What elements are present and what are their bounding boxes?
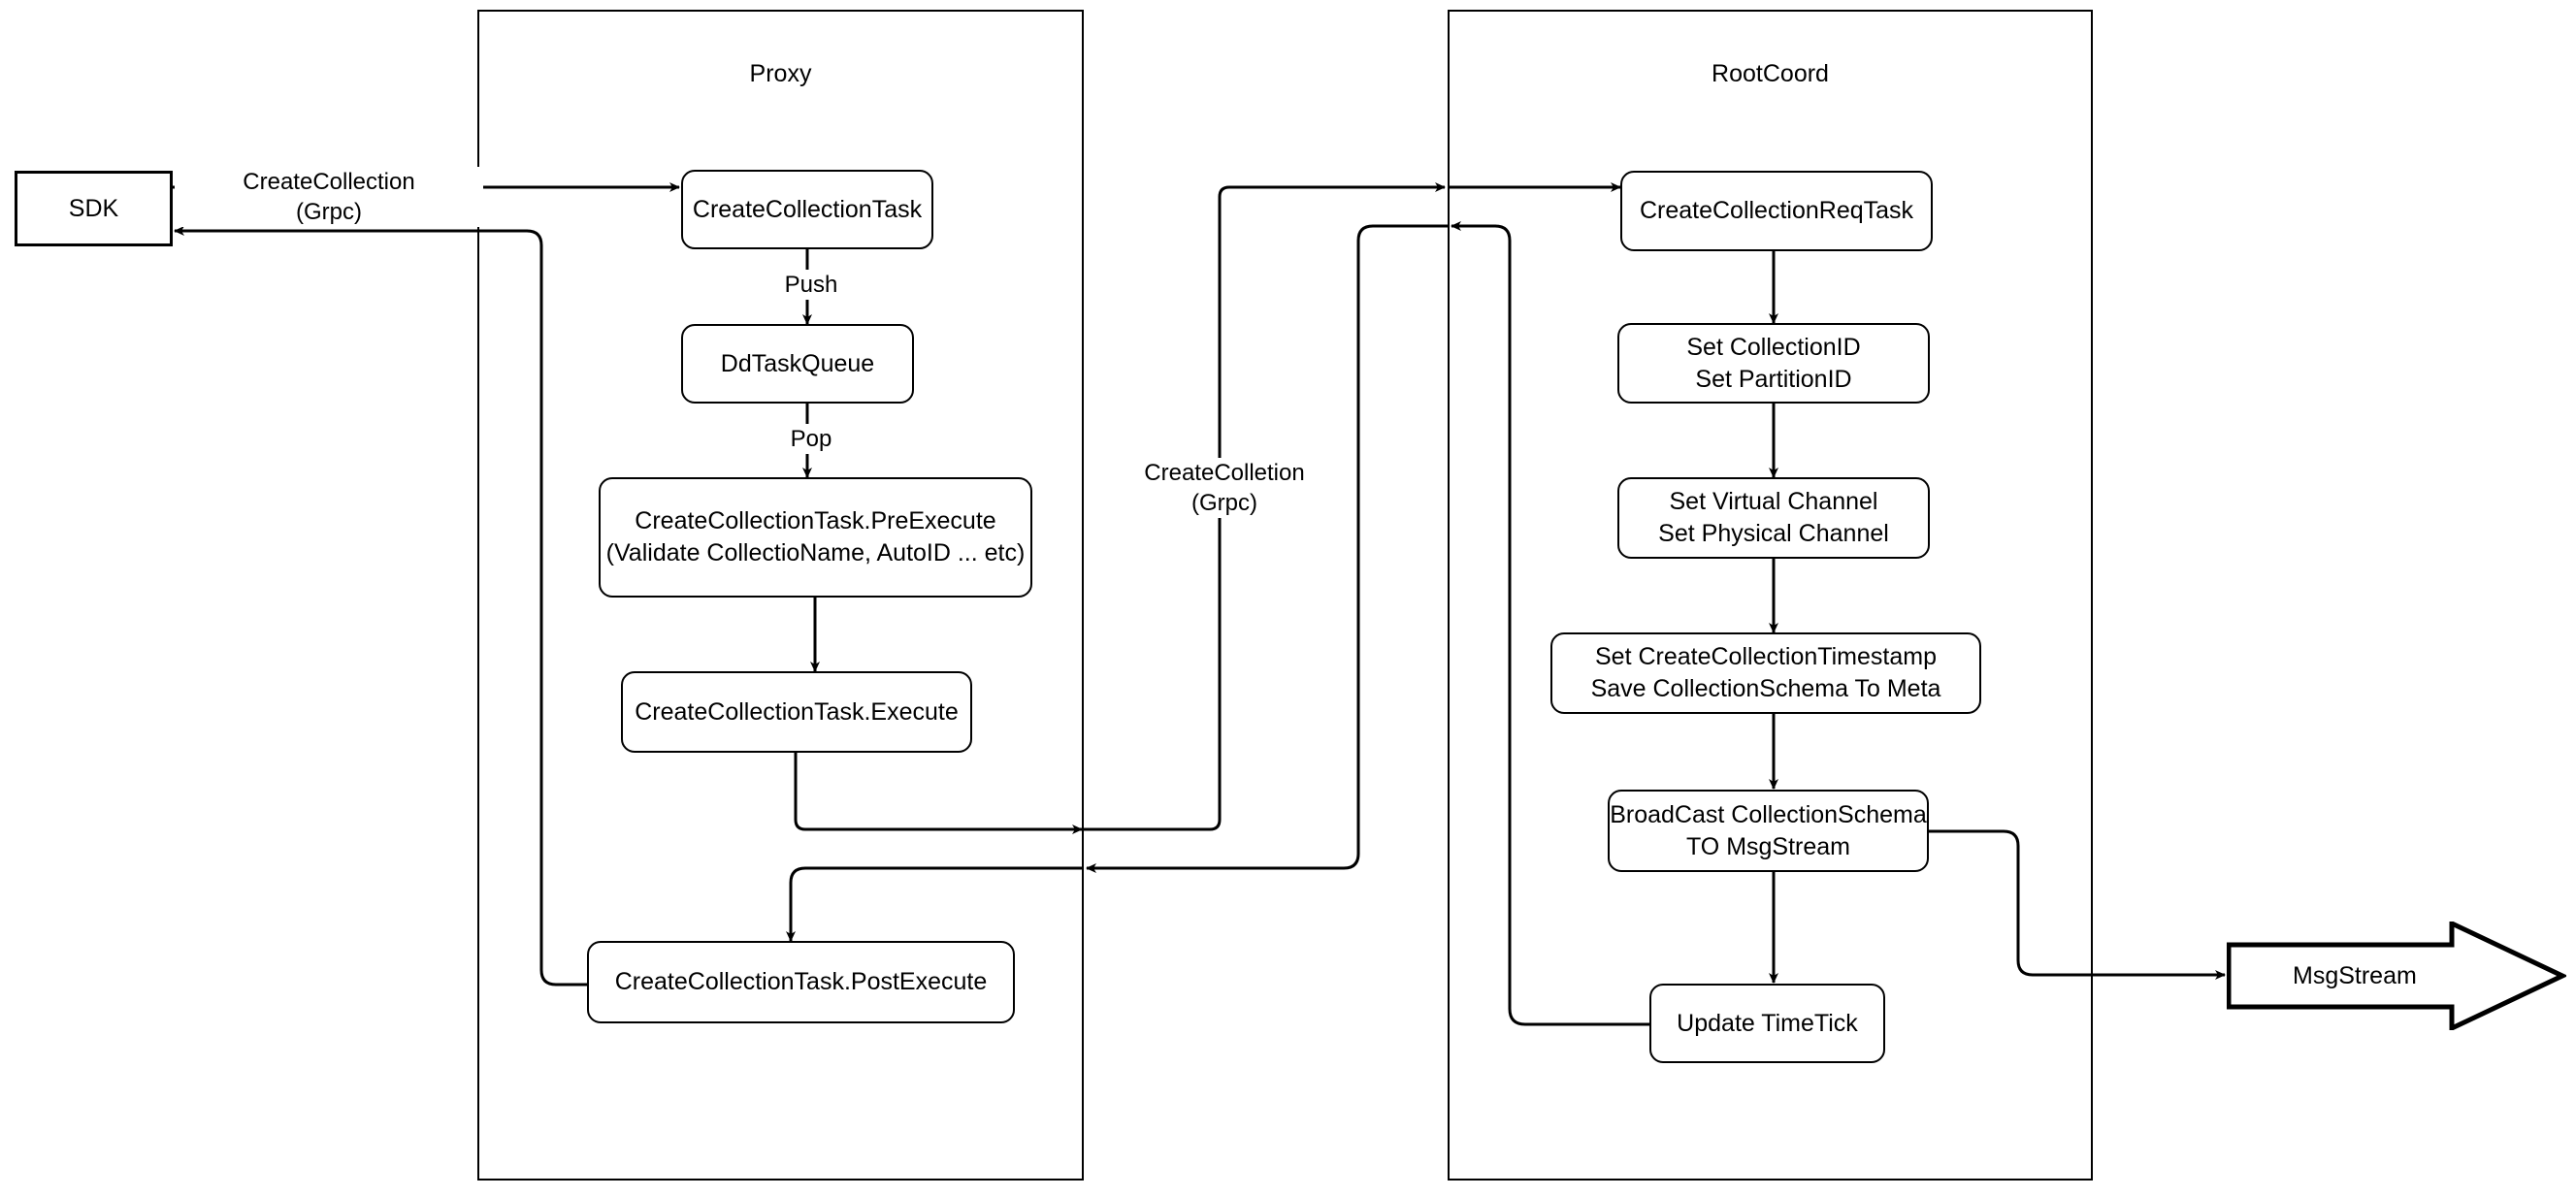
rootcoord-title: RootCoord [1712,60,1829,87]
node-label: CreateCollectionReqTask [1639,197,1914,224]
node-set-ids[interactable]: Set CollectionID Set PartitionID [1617,323,1930,404]
node-label: CreateCollectionTask.PreExecute (Validat… [605,507,1026,566]
node-label: CreateCollectionTask [692,195,923,223]
node-update-timetick[interactable]: Update TimeTick [1649,984,1885,1063]
node-label: Set CreateCollectionTimestamp Save Colle… [1590,643,1941,702]
node-label: BroadCast CollectionSchema TO MsgStream [1610,800,1927,860]
node-label: Update TimeTick [1677,1009,1858,1037]
node-label: CreateCollectionTask.PostExecute [614,968,988,995]
node-pre-execute[interactable]: CreateCollectionTask.PreExecute (Validat… [599,477,1032,598]
edge-label-pop: Pop [759,424,864,455]
msgstream-label: MsgStream [2293,962,2417,989]
node-create-collection-req-task[interactable]: CreateCollectionReqTask [1620,171,1933,251]
node-label: CreateCollectionTask.Execute [635,697,959,726]
rootcoord-container [1448,10,2093,1181]
node-execute[interactable]: CreateCollectionTask.Execute [621,671,972,753]
node-label: DdTaskQueue [720,349,875,377]
proxy-title: Proxy [749,60,812,87]
edge-label-sdk-to-proxy: CreateCollection (Grpc) [175,167,483,228]
msgstream-shape[interactable] [2226,920,2568,1032]
sdk-box[interactable]: SDK [15,171,173,246]
node-set-channels[interactable]: Set Virtual Channel Set Physical Channel [1617,477,1930,559]
node-set-timestamp[interactable]: Set CreateCollectionTimestamp Save Colle… [1550,632,1981,714]
node-dd-task-queue[interactable]: DdTaskQueue [681,324,914,404]
node-broadcast[interactable]: BroadCast CollectionSchema TO MsgStream [1608,790,1929,872]
node-create-collection-task[interactable]: CreateCollectionTask [681,170,933,249]
edge-label-proxy-to-rootcoord: CreateColletion (Grpc) [1111,458,1338,519]
node-post-execute[interactable]: CreateCollectionTask.PostExecute [587,941,1015,1023]
edge-label-push: Push [759,270,864,301]
node-label: Set CollectionID Set PartitionID [1686,333,1861,393]
node-label: Set Virtual Channel Set Physical Channel [1658,488,1889,547]
sdk-label: SDK [68,194,119,222]
